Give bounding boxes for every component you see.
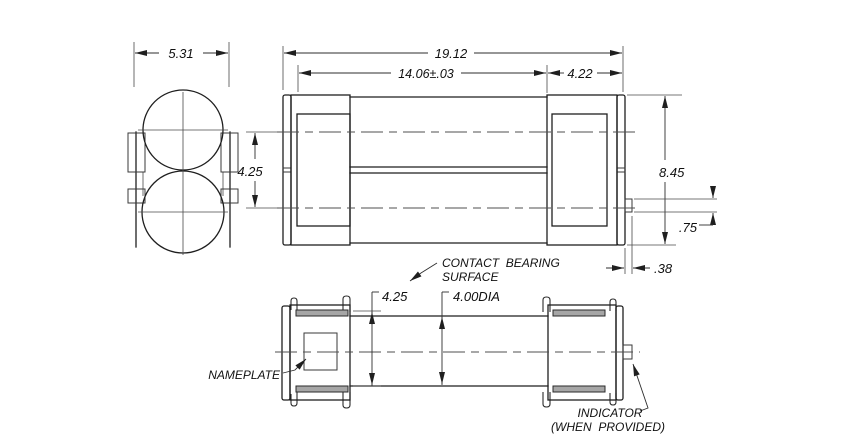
indicator-text-line1: INDICATOR — [578, 406, 643, 420]
left-fuse-clip — [296, 113, 351, 227]
contact-clip-bar — [295, 309, 349, 317]
dim-end-length-text: 4.22 — [567, 66, 593, 81]
contact-clip-bar — [552, 309, 606, 317]
dim-overall-height-text: 8.45 — [659, 165, 685, 180]
dim-body-dia: 4.00DIA — [439, 289, 500, 385]
right-fuse-clip — [551, 113, 608, 227]
indicator-text-line2: (WHEN PROVIDED) — [551, 420, 665, 434]
right-mounting-plate — [616, 94, 626, 246]
left-mounting-plate-plan — [281, 305, 291, 401]
dim-indicator-projection-text: .38 — [654, 261, 673, 276]
side-view: 19.12 14.06±.03 4.22 4.25 — [237, 46, 717, 276]
dim-bracket-width: 5.31 — [133, 42, 230, 87]
dim-contact-dia: 4.25 — [353, 289, 408, 387]
dim-center-spacing-text: 4.25 — [237, 164, 263, 179]
indicator-tab-side — [624, 198, 633, 213]
contact-bearing-text-line1: CONTACT BEARING — [442, 256, 560, 270]
left-ferrule-plan — [289, 304, 351, 401]
nameplate-text: NAMEPLATE — [208, 368, 281, 382]
dim-indicator-projection: .38 — [606, 216, 673, 276]
end-view: 5.31 — [127, 42, 239, 255]
contact-bearing-text-line2: SURFACE — [442, 270, 499, 284]
dim-indicator-thickness: .75 — [634, 186, 717, 235]
plan-view: 4.25 4.00DIA CONTACT BEARING SURFACE NAM… — [208, 256, 665, 434]
dim-overall-length: 19.12 — [282, 46, 624, 92]
note-nameplate: NAMEPLATE — [208, 358, 307, 382]
end-view-tab — [220, 132, 239, 173]
note-contact-bearing-surface: CONTACT BEARING SURFACE — [409, 256, 560, 284]
right-ferrule-plan — [547, 304, 617, 401]
dim-contact-dia-text: 4.25 — [382, 289, 408, 304]
right-mounting-plate-plan — [615, 305, 624, 401]
left-ferrule — [290, 94, 351, 246]
contact-clip-bar — [295, 385, 349, 393]
dim-body-dia-text: 4.00DIA — [453, 289, 500, 304]
dim-overall-length-text: 19.12 — [435, 46, 468, 61]
dim-indicator-thickness-text: .75 — [679, 220, 698, 235]
dim-body-length-text: 14.06±.03 — [398, 67, 454, 81]
dim-body-length: 14.06±.03 — [297, 65, 548, 93]
dim-center-spacing: 4.25 — [237, 131, 281, 209]
dim-bracket-width-text: 5.31 — [168, 46, 193, 61]
end-view-tab — [127, 132, 146, 173]
note-indicator: INDICATOR (WHEN PROVIDED) — [551, 363, 665, 434]
right-ferrule — [546, 94, 618, 246]
dim-overall-height: 8.45 — [627, 94, 685, 246]
dim-end-length: 4.22 — [548, 66, 622, 81]
nameplate-outline — [303, 332, 338, 371]
left-mounting-plate — [282, 94, 292, 246]
contact-clip-bar — [552, 385, 606, 393]
